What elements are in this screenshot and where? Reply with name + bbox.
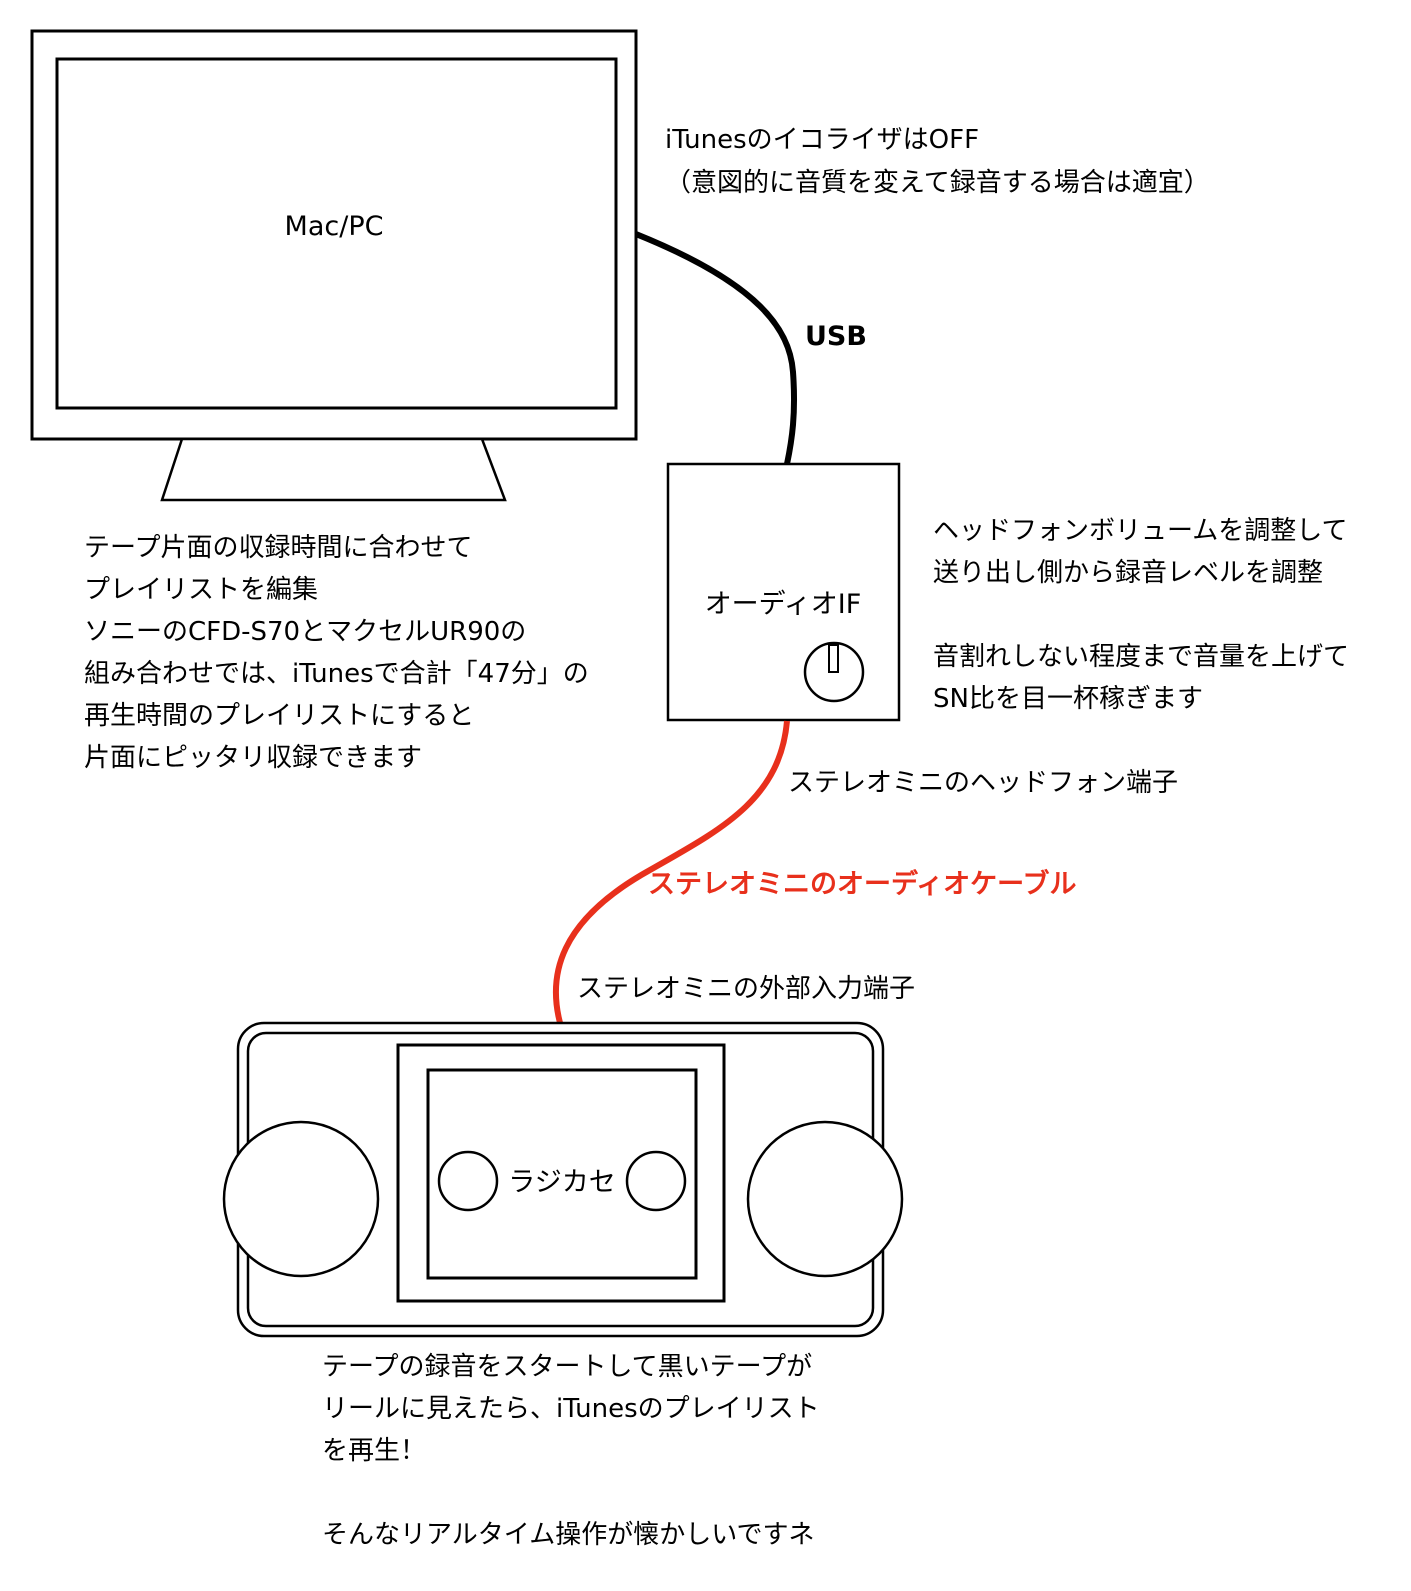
right-speaker-icon <box>746 1120 904 1278</box>
note-line: ヘッドフォンボリュームを調整して <box>933 516 1347 546</box>
note-line: テープ片面の収録時間に合わせて <box>84 533 472 563</box>
usb-cable <box>634 231 798 465</box>
note-line: iTunesのイコライザはOFF <box>665 125 979 155</box>
note-line: 送り出し側から録音レベルを調整 <box>933 558 1323 588</box>
computer-label: Mac/PC <box>285 211 384 242</box>
itunes-eq-note: iTunesのイコライザはOFF （意図的に音質を変えて録音する場合は適宜） <box>665 125 1210 198</box>
playlist-note: テープ片面の収録時間に合わせてプレイリストを編集ソニーのCFD-S70とマクセル… <box>84 533 589 773</box>
note-line: プレイリストを編集 <box>84 575 318 605</box>
radio-cassette-label: ラジカセ <box>508 1167 615 1198</box>
computer-monitor-icon: Mac/PC <box>30 29 638 502</box>
note-line: そんなリアルタイム操作が懐かしいですネ <box>322 1520 814 1550</box>
audio-interface-label: オーディオIF <box>705 589 862 620</box>
monitor-screen <box>55 57 618 410</box>
note-line: （意図的に音質を変えて録音する場合は適宜） <box>665 168 1210 198</box>
headphone-port-label: ステレオミニのヘッドフォン端子 <box>788 768 1178 798</box>
note-line: 組み合わせでは、iTunesで合計「47分」の <box>84 659 589 689</box>
radio-cassette-icon: ラジカセ <box>222 1021 904 1338</box>
monitor-stand <box>160 437 507 502</box>
audio-cable-label: ステレオミニのオーディオケーブル <box>648 868 1077 900</box>
note-line: 音割れしない程度まで音量を上げて <box>933 642 1349 672</box>
volume-note: ヘッドフォンボリュームを調整して送り出し側から録音レベルを調整音割れしない程度ま… <box>933 516 1349 714</box>
note-line: 再生時間のプレイリストにすると <box>84 701 474 731</box>
usb-cable-label: USB <box>805 321 867 352</box>
recording-note: テープの録音をスタートして黒いテープがリールに見えたら、iTunesのプレイリス… <box>322 1352 820 1550</box>
note-line: ソニーのCFD-S70とマクセルUR90の <box>84 617 526 647</box>
external-input-label: ステレオミニの外部入力端子 <box>577 974 915 1004</box>
audio-interface-icon: オーディオIF <box>666 462 901 722</box>
volume-knob-icon <box>803 641 865 703</box>
note-line: 片面にピッタリ収録できます <box>84 743 422 773</box>
right-reel-icon <box>625 1150 687 1212</box>
left-reel-icon <box>437 1150 499 1212</box>
note-line: テープの録音をスタートして黒いテープが <box>322 1352 812 1382</box>
note-line: を再生！ <box>322 1436 426 1466</box>
note-line: リールに見えたら、iTunesのプレイリスト <box>322 1394 820 1424</box>
note-line: SN比を目一杯稼ぎます <box>933 684 1203 714</box>
audio-cable <box>552 720 790 1031</box>
left-speaker-icon <box>222 1120 380 1278</box>
